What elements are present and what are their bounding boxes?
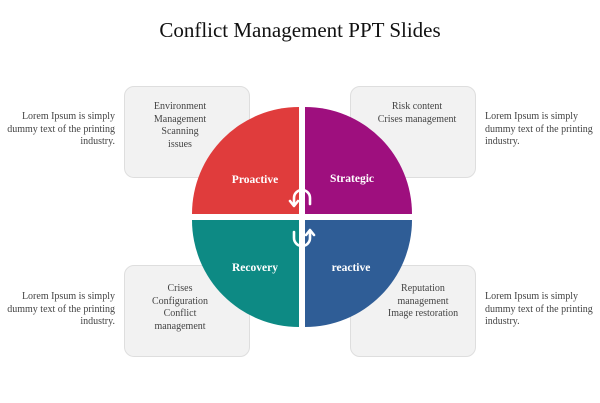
side-line: dummy text of the printing [7,303,115,315]
side-line: Lorem Ipsum is simply [21,111,115,122]
box-line: Configuration [151,295,209,307]
cycle-arrow-down-icon [292,228,316,248]
side-line: Lorem Ipsum is simply [485,291,579,302]
side-line: Lorem Ipsum is simply [21,291,115,302]
box-line: Image restoration [387,308,459,319]
quadrant-label-strategic: Strategic [330,173,374,185]
box-text-bottom-right: Reputation management Image restoration [374,283,472,321]
side-line: industry. [485,316,520,327]
side-line: dummy text of the printing [485,303,593,315]
quadrant-label-recovery: Recovery [232,262,278,274]
box-text-bottom-left: Crises Configuration Conflict management [138,283,222,333]
cycle-arrow-up-icon [288,188,312,208]
side-text-top-left: Lorem Ipsum is simply dummy text of the … [7,111,115,149]
quadrant-label-reactive: reactive [332,262,371,274]
quadrant-recovery [192,220,299,327]
quadrant-reactive [305,220,412,327]
side-line: Lorem Ipsum is simply [485,111,579,122]
side-line: dummy text of the printing [7,123,115,135]
box-line: Crises management [377,113,457,125]
page-title: Conflict Management PPT Slides [159,18,441,42]
box-line: Reputation [401,283,445,294]
box-line: issues [168,138,192,150]
box-line: Conflict [163,308,197,319]
quadrant-label-proactive: Proactive [232,174,278,186]
box-line: Environment [153,101,207,112]
quadrant-proactive [192,107,299,214]
box-line: management [154,320,206,332]
box-text-top-right: Risk content Crises management [362,101,472,126]
box-line: Crises [167,283,193,294]
side-text-top-right: Lorem Ipsum is simply dummy text of the … [485,111,593,149]
side-line: industry. [80,316,115,327]
side-text-bottom-left: Lorem Ipsum is simply dummy text of the … [7,291,115,329]
box-line: management [397,295,449,307]
box-line: Risk content [391,101,443,112]
side-line: industry. [80,136,115,147]
box-line: Scanning [161,126,199,137]
quadrant-strategic [305,107,412,214]
box-text-top-left: Environment Management Scanning issues [138,101,222,151]
side-line: dummy text of the printing [485,123,593,135]
side-text-bottom-right: Lorem Ipsum is simply dummy text of the … [485,291,593,329]
box-line: Management [153,113,207,125]
side-line: industry. [485,136,520,147]
